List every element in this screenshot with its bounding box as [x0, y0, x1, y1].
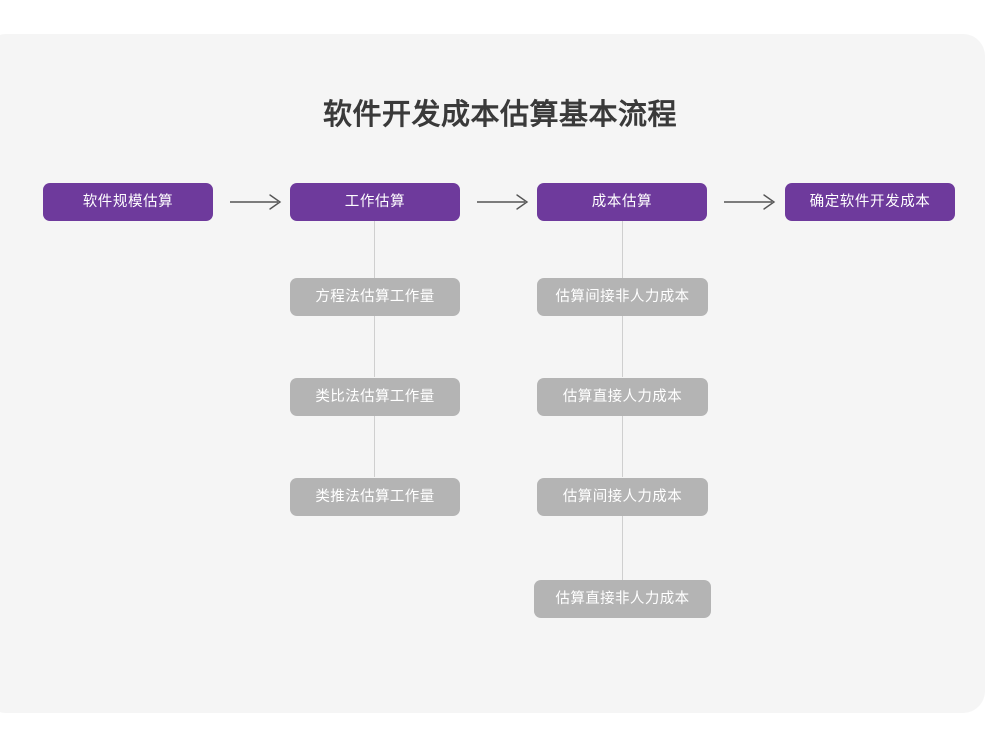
branch-item-indirect-labor-cost[interactable]: 估算间接人力成本 — [537, 478, 708, 516]
branch-item-indirect-non-labor-cost[interactable]: 估算间接非人力成本 — [537, 278, 708, 316]
flow-step-label: 确定软件开发成本 — [809, 193, 931, 210]
branch-item-analogy-method-workload[interactable]: 类比法估算工作量 — [290, 378, 460, 416]
page-title: 软件开发成本估算基本流程 — [322, 97, 677, 131]
flow-step-label: 工作估算 — [344, 193, 406, 210]
connector-line — [374, 221, 375, 279]
flow-step-label: 软件规模估算 — [82, 193, 174, 210]
flow-step-software-scale-estimation[interactable]: 软件规模估算 — [43, 183, 213, 221]
arrow-right-icon — [722, 191, 780, 213]
branch-item-direct-non-labor-cost[interactable]: 估算直接非人力成本 — [534, 580, 711, 618]
branch-item-label: 估算直接人力成本 — [562, 388, 683, 405]
connector-line — [622, 221, 623, 279]
connector-line — [374, 315, 375, 377]
branch-item-equation-method-workload[interactable]: 方程法估算工作量 — [290, 278, 460, 316]
diagram-panel — [0, 34, 985, 713]
connector-line — [374, 415, 375, 477]
branch-item-label: 估算间接人力成本 — [562, 488, 683, 505]
arrow-right-icon — [475, 191, 533, 213]
branch-item-label: 估算间接非人力成本 — [555, 288, 690, 305]
branch-item-deduction-method-workload[interactable]: 类推法估算工作量 — [290, 478, 460, 516]
connector-line — [622, 415, 623, 477]
connector-line — [622, 315, 623, 377]
branch-item-direct-labor-cost[interactable]: 估算直接人力成本 — [537, 378, 708, 416]
branch-item-label: 方程法估算工作量 — [315, 288, 435, 305]
flow-step-cost-estimation[interactable]: 成本估算 — [537, 183, 707, 221]
flow-step-label: 成本估算 — [591, 193, 653, 210]
flow-step-determine-development-cost[interactable]: 确定软件开发成本 — [785, 183, 955, 221]
branch-item-label: 类推法估算工作量 — [315, 488, 435, 505]
connector-line — [622, 515, 623, 580]
arrow-right-icon — [228, 191, 286, 213]
branch-item-label: 类比法估算工作量 — [315, 388, 435, 405]
branch-item-label: 估算直接非人力成本 — [555, 590, 690, 607]
flow-step-work-estimation[interactable]: 工作估算 — [290, 183, 460, 221]
